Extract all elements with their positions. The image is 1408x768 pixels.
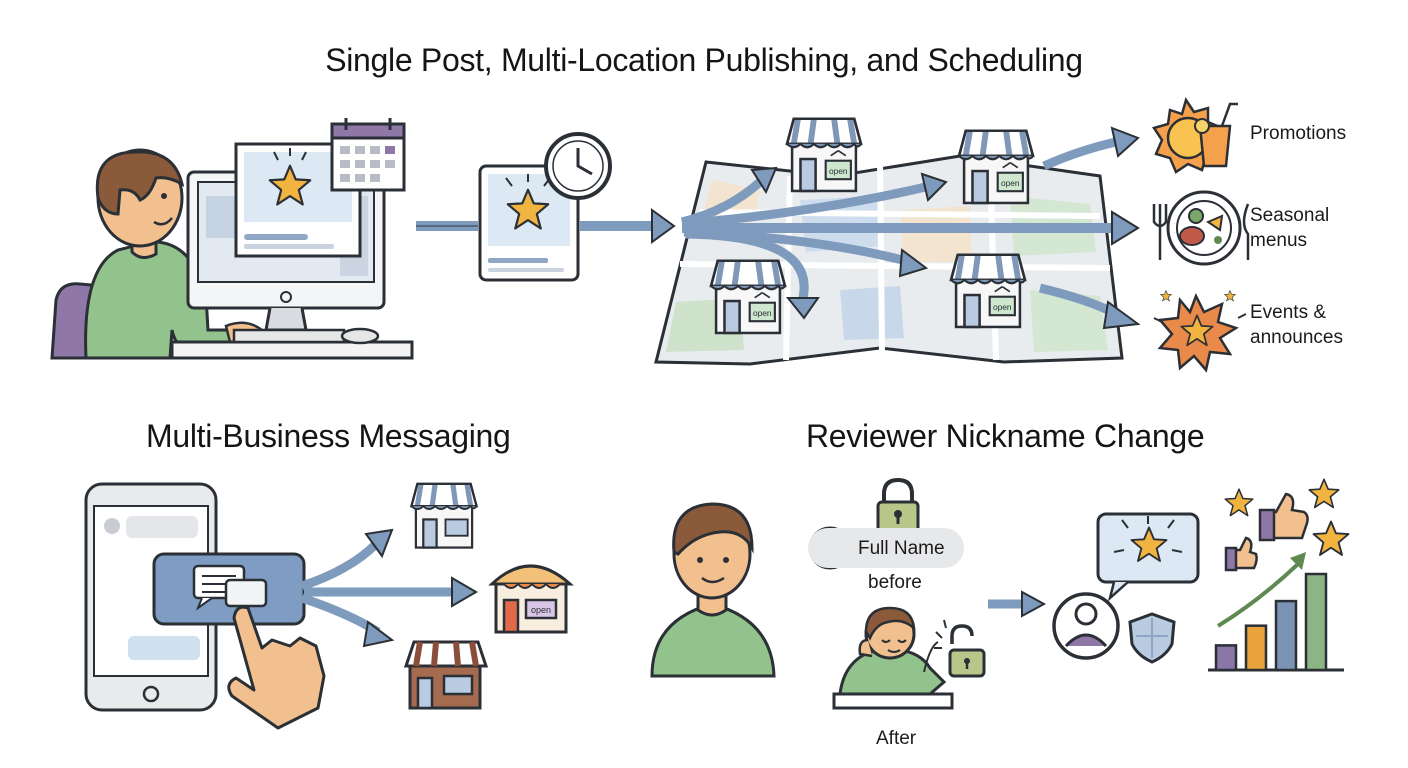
section-title-messaging: Multi-Business Messaging: [146, 418, 511, 454]
bar-4: [1304, 572, 1328, 672]
thumbs-up-icon: [1258, 492, 1309, 542]
category-events-line2: announces: [1250, 327, 1343, 348]
clock-icon: [544, 132, 612, 200]
shield-icon: [1128, 612, 1176, 664]
bar-chart-icon: [1208, 552, 1344, 672]
store-icon: [711, 261, 785, 333]
star-icon: [1224, 488, 1254, 517]
review-bubble-icon: [1096, 512, 1200, 602]
category-seasonal-line1: Seasonal: [1250, 205, 1330, 226]
store-icon-orange: open: [488, 564, 574, 634]
map-distribution-arrows: [680, 126, 1141, 330]
name-pill: [808, 528, 964, 568]
calendar-icon: [330, 118, 406, 192]
category-promotions: Promotions: [1250, 123, 1347, 144]
star-icon: [1312, 520, 1350, 556]
category-seasonal-line2: menus: [1250, 230, 1308, 251]
before-label: before: [868, 572, 922, 593]
full-name-label: Full Name: [858, 538, 945, 559]
arrow-nickname: [988, 590, 1047, 618]
store-sign-text: open: [531, 605, 551, 615]
post-window: [234, 142, 362, 258]
hand-pointer-icon: [227, 605, 326, 730]
bar-3: [1274, 599, 1298, 672]
store-icon: [959, 131, 1033, 203]
arrow-to-map: [580, 208, 676, 244]
desk: [170, 340, 414, 360]
plate-icon: [1152, 190, 1250, 266]
post-card-icon: [478, 164, 580, 282]
messaging-arrows: [300, 528, 478, 648]
main-title: Single Post, Multi-Location Publishing, …: [325, 42, 1083, 78]
bar-1: [1214, 644, 1238, 672]
store-icon: [787, 119, 861, 191]
unlock-icon: [934, 619, 986, 678]
avatar-icon: [1052, 592, 1120, 660]
reviewer-person: [650, 502, 776, 678]
store-icon-brown: [403, 640, 489, 710]
sun-drink-icon: [1152, 97, 1238, 174]
person-leaning: [832, 606, 954, 710]
lock-icon: [876, 477, 920, 534]
section-title-nickname: Reviewer Nickname Change: [806, 418, 1205, 454]
chat-bubble-icon: [152, 552, 306, 626]
category-events-line1: Events &: [1250, 302, 1327, 323]
store-icon: [951, 255, 1025, 327]
store-icon: [411, 484, 476, 548]
star-icon: [1308, 478, 1340, 509]
bar-2: [1244, 624, 1268, 672]
after-label: After: [876, 728, 917, 749]
thumbs-up-icon-small: [1224, 536, 1258, 572]
burst-star-icon: [1153, 290, 1247, 373]
bar-series: [1214, 572, 1328, 672]
